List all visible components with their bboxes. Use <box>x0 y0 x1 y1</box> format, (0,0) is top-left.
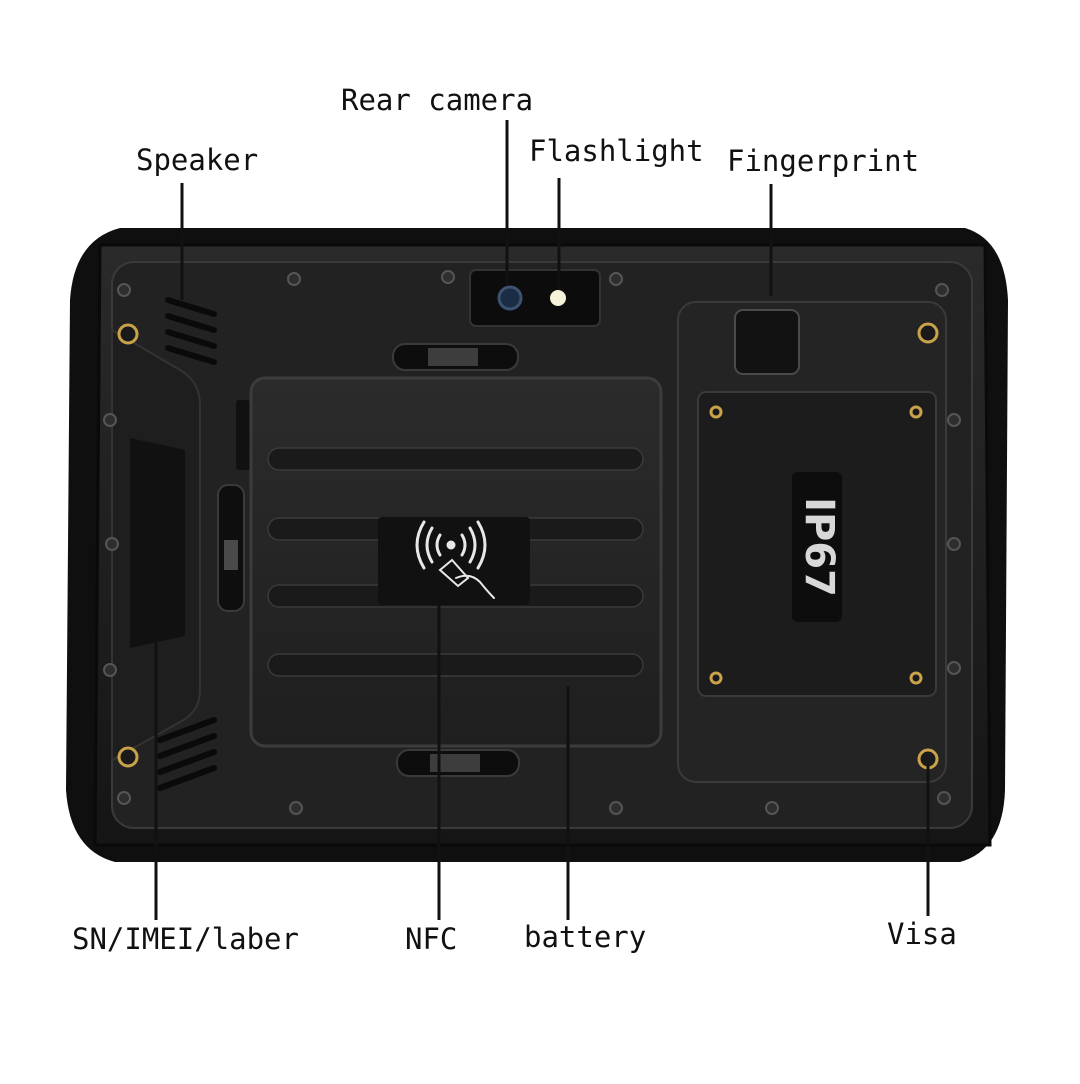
label-visa: Visa <box>887 917 957 951</box>
label-rear-camera: Rear camera <box>341 83 534 117</box>
speaker-grille-top <box>165 297 217 365</box>
nfc-icon <box>415 520 495 599</box>
battery-latch-bottom <box>396 749 520 777</box>
label-battery: battery <box>524 920 647 954</box>
battery-latch-top <box>392 343 519 371</box>
leader-lines <box>154 120 930 920</box>
label-speaker: Speaker <box>136 143 259 177</box>
label-flashlight: Flashlight <box>529 134 704 168</box>
gold-screws <box>117 322 939 770</box>
side-latch <box>217 400 250 612</box>
rear-camera-module <box>469 269 601 327</box>
nfc-zone <box>378 517 530 605</box>
grey-screws <box>103 270 961 815</box>
ip67-badge: IP67 <box>796 497 842 597</box>
label-fingerprint: Fingerprint <box>727 144 920 178</box>
sn-label-area <box>130 438 185 648</box>
fingerprint-sensor-icon <box>734 309 800 375</box>
right-module <box>677 301 947 783</box>
label-nfc: NFC <box>405 922 458 956</box>
speaker-grille-bottom <box>157 717 217 791</box>
camera-lens-icon <box>497 285 523 311</box>
flashlight-icon <box>550 290 566 306</box>
label-sn-imei: SN/IMEI/laber <box>72 922 299 956</box>
